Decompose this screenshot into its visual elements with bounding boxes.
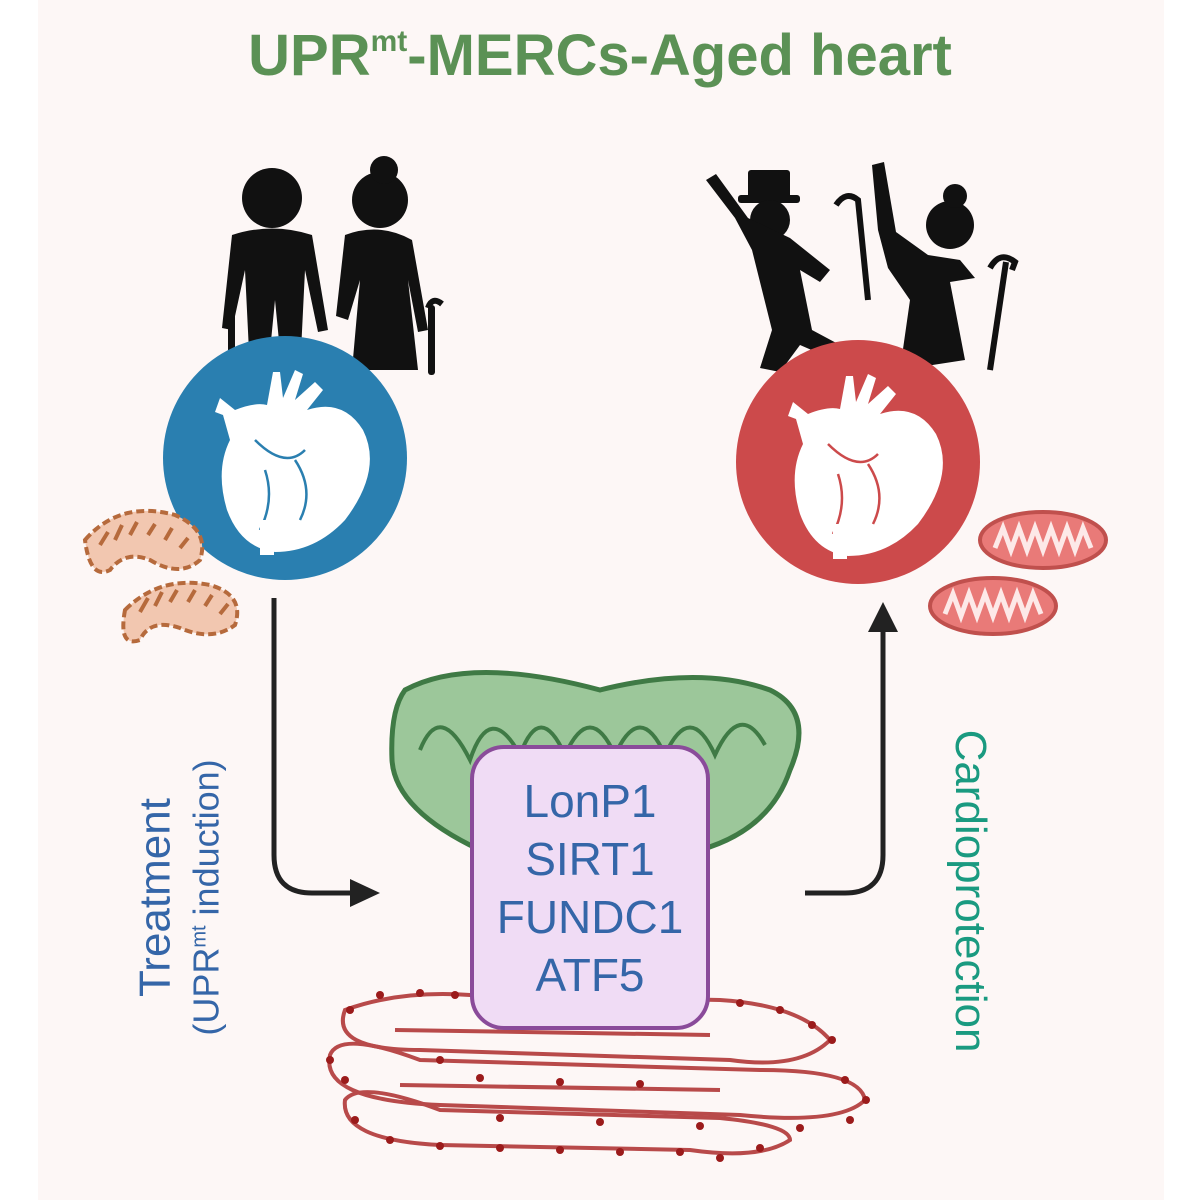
elderly-couple-icon — [222, 156, 444, 375]
ribosome-dots — [326, 989, 870, 1162]
protein-box: LonP1 SIRT1 FUNDC1 ATF5 — [470, 745, 710, 1030]
healthy-mitochondrion-icon — [928, 510, 1108, 636]
dancing-couple-icon — [706, 162, 1019, 372]
damaged-mitochondrion-icon — [82, 508, 240, 644]
cardioprotection-arrowhead — [868, 602, 898, 632]
protein-lonp1: LonP1 — [523, 774, 657, 827]
heart-icon — [215, 370, 370, 555]
treatment-label: Treatment (UPRmt induction) — [130, 759, 227, 1036]
protein-atf5: ATF5 — [535, 948, 645, 1001]
diagram-title: UPRmt-MERCs-Aged heart — [248, 23, 952, 88]
cardioprotection-label: Cardioprotection — [946, 729, 995, 1053]
treatment-arrow — [271, 598, 352, 896]
protein-sirt1: SIRT1 — [525, 832, 655, 885]
heart-icon — [788, 374, 943, 559]
treatment-arrowhead — [350, 879, 380, 907]
protein-fundc1: FUNDC1 — [496, 890, 684, 943]
cardioprotection-arrow — [805, 630, 886, 896]
